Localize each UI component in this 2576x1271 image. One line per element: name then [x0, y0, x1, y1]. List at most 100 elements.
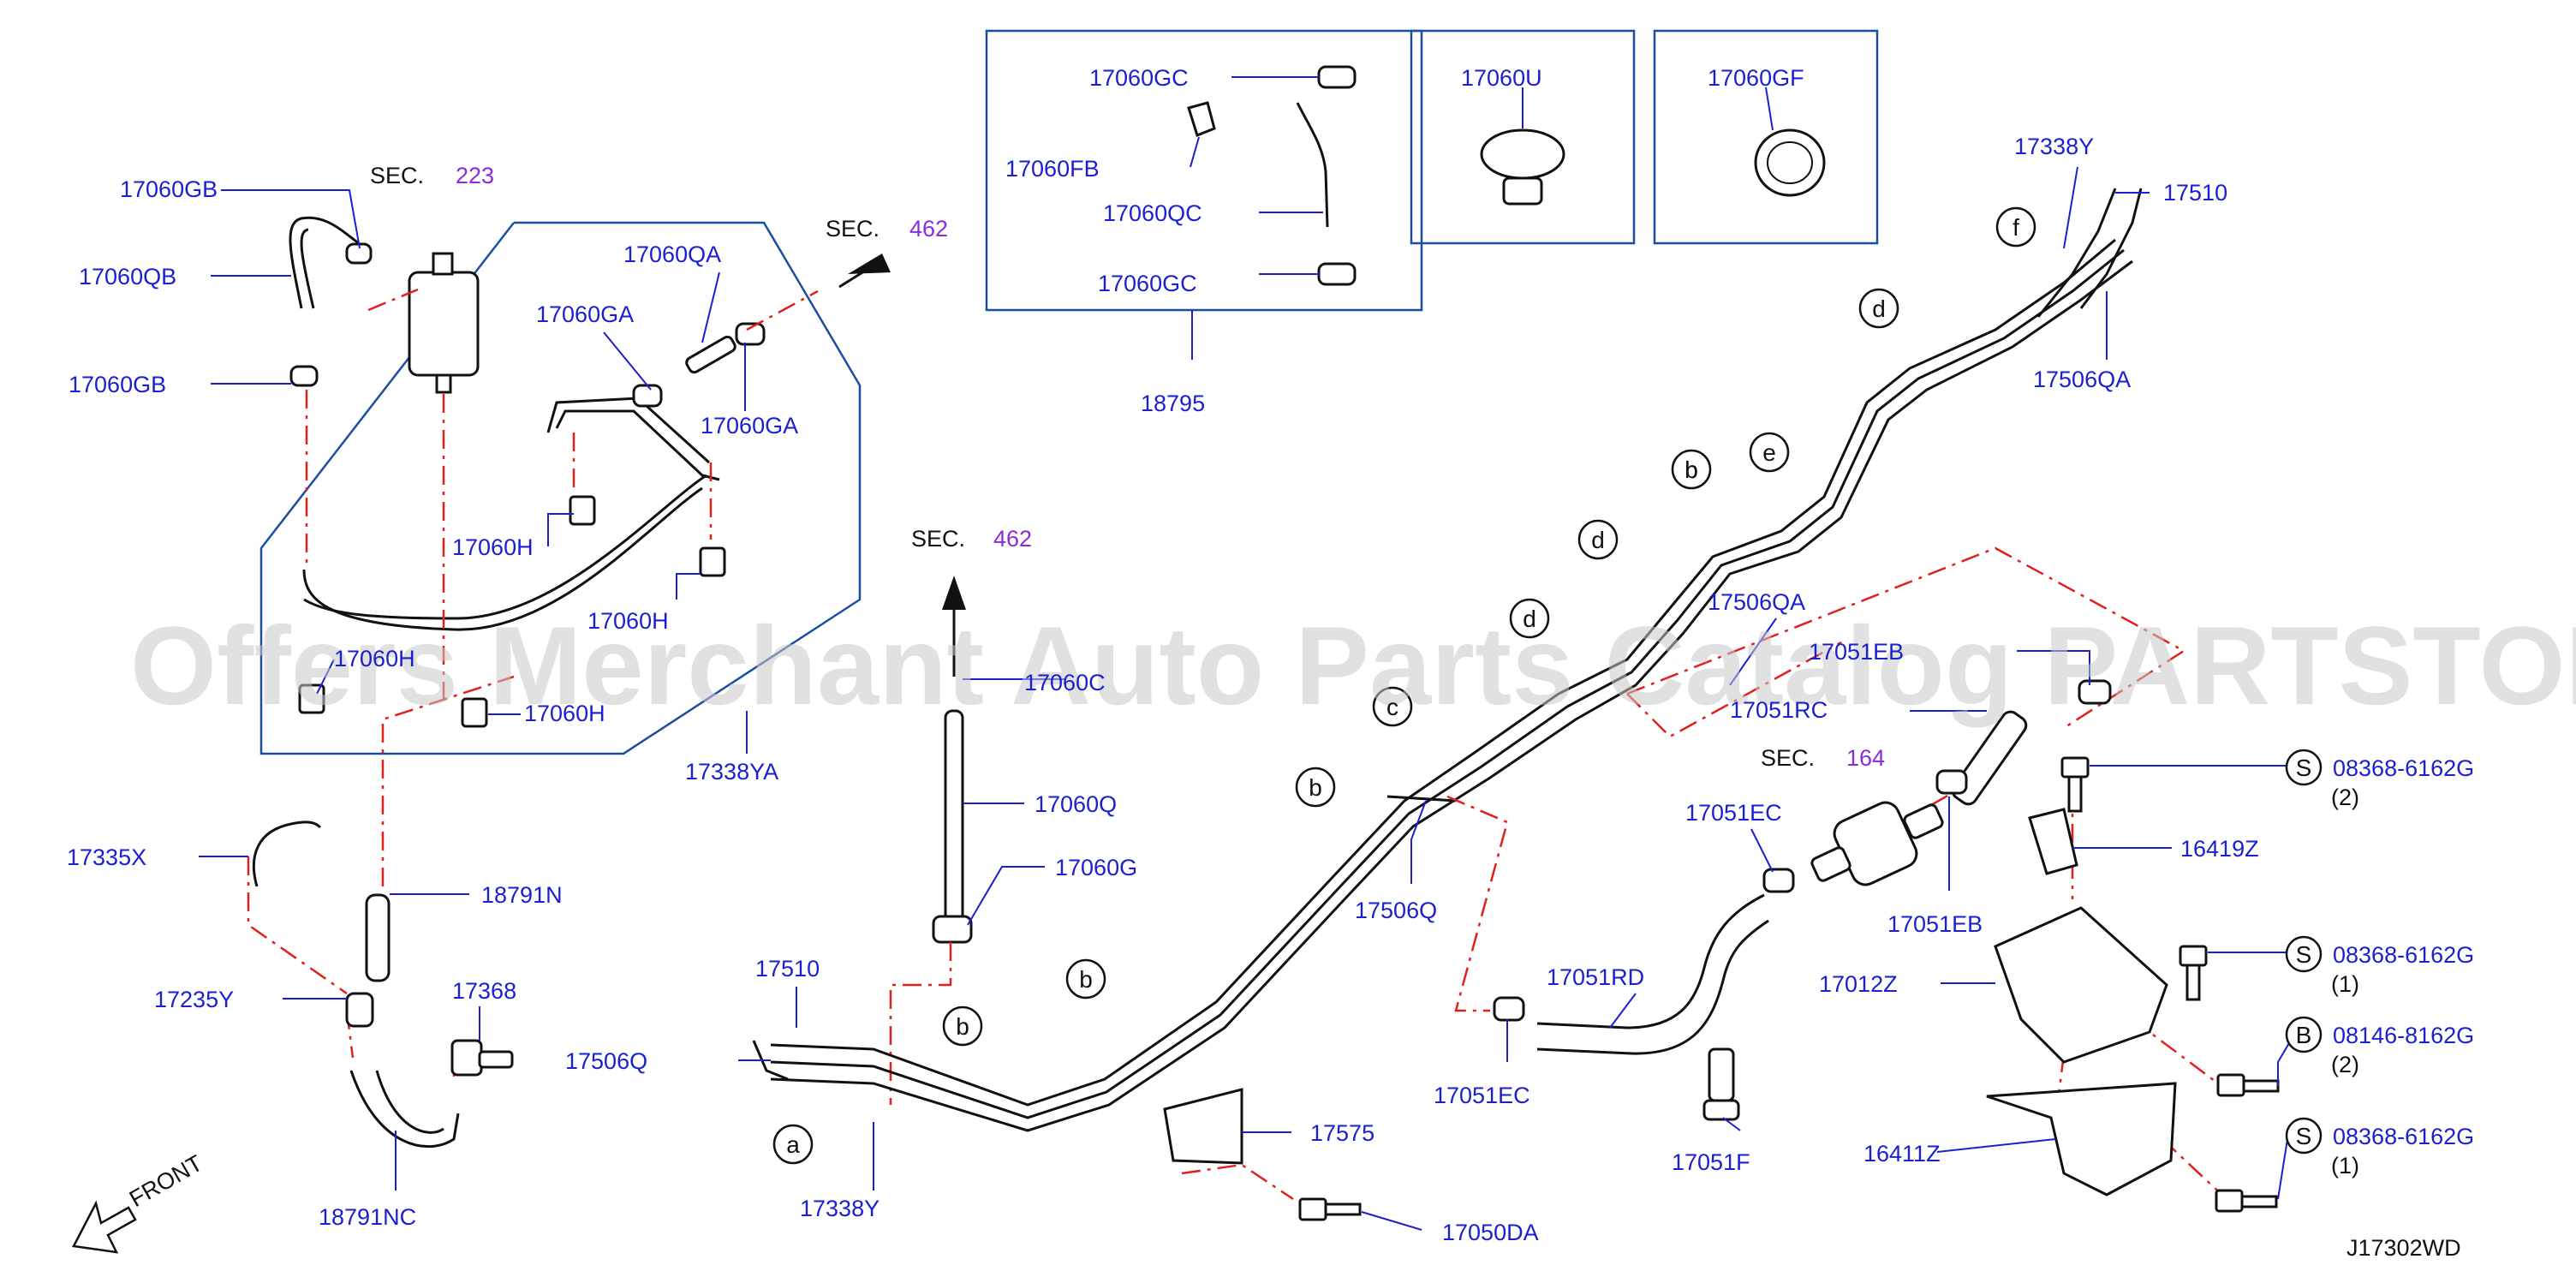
clamp-17051EC-1 — [1762, 868, 1795, 893]
sec-462-center-number[interactable]: 462 — [993, 526, 1032, 552]
callout-circle-b3 — [1295, 767, 1336, 808]
label-17012Z[interactable]: 17012Z — [1819, 971, 1898, 997]
front-label: FRONT — [125, 1150, 207, 1212]
hose-17335X — [252, 820, 322, 887]
bracket-16419Z — [2028, 808, 2078, 875]
label-17060QA[interactable]: 17060QA — [623, 242, 721, 267]
label-17510-left[interactable]: 17510 — [755, 956, 820, 982]
clamp-17051EB-top — [2078, 679, 2112, 705]
label-17060H-1[interactable]: 17060H — [452, 534, 534, 560]
label-17338YA[interactable]: 17338YA — [685, 759, 778, 785]
label-bolt-2[interactable]: 08368-6162G — [2333, 942, 2474, 968]
label-17060U[interactable]: 17060U — [1461, 65, 1542, 91]
label-17060H-3[interactable]: 17060H — [334, 646, 415, 671]
label-17575[interactable]: 17575 — [1310, 1120, 1374, 1146]
label-17506QA-mid[interactable]: 17506QA — [1708, 589, 1805, 615]
callout-c: c — [1386, 694, 1398, 720]
label-17060GB-left[interactable]: 17060GB — [69, 372, 166, 397]
hose-18791N — [365, 893, 391, 982]
fuel-tube-17506Q — [770, 238, 2116, 1107]
label-17060FB[interactable]: 17060FB — [1005, 156, 1100, 182]
clamp-17060GC-2 — [1317, 262, 1357, 286]
sec-462-arrow-right — [848, 254, 891, 274]
label-16419Z[interactable]: 16419Z — [2180, 836, 2259, 862]
shield-17575 — [1163, 1088, 1243, 1165]
label-17506QA-right[interactable]: 17506QA — [2033, 367, 2131, 392]
callout-e: e — [1762, 439, 1776, 466]
label-18795[interactable]: 18795 — [1141, 391, 1205, 416]
canister-group-boundary — [259, 221, 862, 755]
label-17506Q-left[interactable]: 17506Q — [565, 1048, 647, 1074]
marker-circle-b1 — [2285, 749, 2323, 786]
sec-164-number[interactable]: 164 — [1846, 745, 1885, 771]
label-18791NC[interactable]: 18791NC — [319, 1204, 416, 1230]
label-bolt-2-qty: (1) — [2331, 971, 2359, 997]
hose-17060Q — [944, 709, 964, 927]
label-17060GA-1[interactable]: 17060GA — [536, 301, 634, 327]
label-17338Y-bottom[interactable]: 17338Y — [800, 1196, 880, 1221]
clamp-17060GB-left — [289, 365, 319, 387]
label-17338Y-top[interactable]: 17338Y — [2014, 134, 2094, 159]
clamp-17051EC-2 — [1493, 996, 1525, 1022]
label-17060GC-2[interactable]: 17060GC — [1098, 271, 1197, 296]
label-16411Z[interactable]: 16411Z — [1863, 1141, 1941, 1167]
callout-circle-b1 — [942, 1005, 983, 1047]
callout-b4: b — [1685, 456, 1698, 483]
callout-circle-f — [1995, 206, 2036, 248]
sec-164-prefix: SEC. — [1761, 745, 1815, 771]
label-17060C[interactable]: 17060C — [1024, 670, 1106, 695]
label-17051RD[interactable]: 17051RD — [1547, 964, 1644, 990]
label-17051EB[interactable]: 17051EB — [1887, 911, 1983, 937]
clip-17051F — [1702, 1047, 1740, 1121]
label-17335X[interactable]: 17335X — [67, 844, 146, 870]
clamp-17060G — [932, 915, 973, 944]
clamp-17060GF — [1754, 128, 1826, 197]
bolt-b2 — [2179, 945, 2208, 1001]
label-17060Q[interactable]: 17060Q — [1035, 791, 1117, 817]
connector-17060QA — [685, 335, 736, 374]
label-17506Q-mid[interactable]: 17506Q — [1355, 898, 1437, 923]
callout-circle-e — [1749, 432, 1790, 473]
label-17060QC[interactable]: 17060QC — [1103, 200, 1202, 226]
label-17051RC[interactable]: 17051RC — [1730, 697, 1828, 723]
label-17060GF[interactable]: 17060GF — [1708, 65, 1804, 91]
label-17060GA-2[interactable]: 17060GA — [701, 413, 798, 439]
label-17060H-2[interactable]: 17060H — [587, 608, 669, 634]
sec-462-top-number[interactable]: 462 — [909, 216, 948, 242]
label-17051EC-2[interactable]: 17051EC — [1434, 1083, 1530, 1108]
label-17368[interactable]: 17368 — [452, 978, 516, 1004]
bolt-17050DA — [1298, 1197, 1362, 1221]
clamp-17060GA-right — [735, 322, 766, 346]
hose-17235Y — [345, 992, 374, 1028]
label-17060GC-1[interactable]: 17060GC — [1089, 65, 1189, 91]
clip-17060FB — [1187, 101, 1216, 137]
label-bolt-4[interactable]: 08368-6162G — [2333, 1124, 2474, 1149]
inset-box-17060GF — [1653, 29, 1879, 245]
vapor-tube-17338YA — [302, 486, 703, 631]
label-17060QB[interactable]: 17060QB — [79, 264, 176, 289]
clamp-17060GA-left — [632, 384, 663, 408]
label-17510-right[interactable]: 17510 — [2163, 180, 2227, 206]
marker-b: B — [2296, 1022, 2312, 1048]
label-17051F[interactable]: 17051F — [1672, 1149, 1750, 1175]
hose-17060QC — [1296, 102, 1329, 228]
clip-17060H-1 — [569, 495, 596, 526]
label-17060H-4[interactable]: 17060H — [524, 701, 605, 726]
label-bolt-3[interactable]: 08146-8162G — [2333, 1023, 2474, 1048]
label-18791N[interactable]: 18791N — [481, 882, 563, 908]
label-17060G[interactable]: 17060G — [1055, 855, 1137, 880]
label-17060GB-top[interactable]: 17060GB — [120, 176, 218, 202]
callout-circle-d3 — [1858, 288, 1899, 329]
callout-d1: d — [1523, 606, 1536, 632]
sec-223-number[interactable]: 223 — [456, 163, 494, 188]
vapor-canister — [408, 252, 480, 394]
label-17235Y[interactable]: 17235Y — [154, 987, 234, 1012]
label-17050DA[interactable]: 17050DA — [1442, 1220, 1539, 1245]
callout-f: f — [2012, 214, 2019, 241]
label-17051EB-top[interactable]: 17051EB — [1809, 639, 1904, 665]
clip-17060H-2 — [699, 546, 726, 577]
label-17051EC-1[interactable]: 17051EC — [1685, 800, 1782, 826]
label-bolt-1[interactable]: 08368-6162G — [2333, 755, 2474, 781]
cover-16411Z — [1986, 1082, 2177, 1196]
